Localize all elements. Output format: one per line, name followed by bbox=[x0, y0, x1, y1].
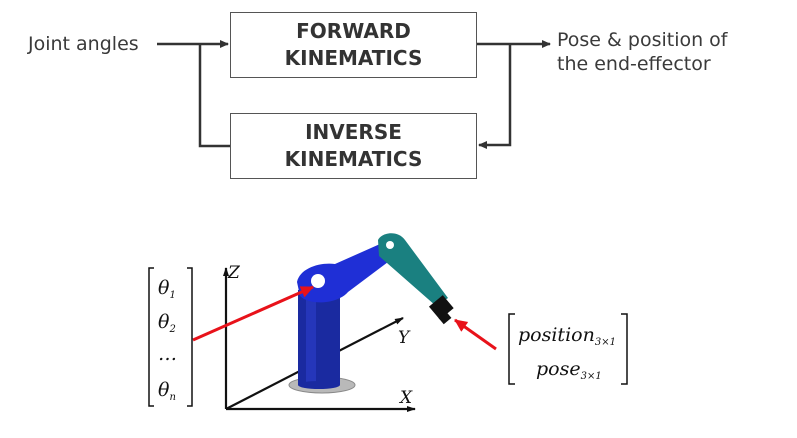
joint-pointer-arrow bbox=[192, 285, 314, 342]
joint-entry-1: θ1 bbox=[158, 277, 176, 301]
end-effector bbox=[428, 295, 454, 320]
endeffector-matrix-right-bracket bbox=[621, 313, 628, 385]
z-axis-label: Z bbox=[227, 263, 241, 283]
joint-entry-2: θ2 bbox=[158, 311, 176, 335]
inverse-kinematics-box: INVERSE KINEMATICS bbox=[230, 113, 477, 179]
joint-entry-ellipsis: … bbox=[158, 343, 177, 365]
elbow-joint bbox=[386, 241, 394, 249]
inverse-output-line bbox=[198, 44, 230, 148]
inverse-box-line2: KINEMATICS bbox=[284, 147, 423, 171]
inverse-box-line1: INVERSE bbox=[305, 120, 402, 144]
x-axis-label: X bbox=[398, 388, 413, 408]
output-label-line1: Pose & position of bbox=[557, 29, 728, 51]
position-entry: position3×1 bbox=[518, 324, 616, 348]
robot-arm bbox=[288, 233, 454, 394]
block-connectors bbox=[157, 40, 551, 149]
joint-entry-n: θn bbox=[158, 379, 176, 403]
joint-matrix-right-bracket bbox=[187, 267, 193, 407]
feedback-line bbox=[478, 44, 512, 149]
endeffector-matrix-left-bracket bbox=[508, 313, 515, 385]
y-axis-label: Y bbox=[398, 328, 411, 348]
endeffector-vector-matrix: position3×1 pose3×1 bbox=[508, 313, 628, 385]
joint-vector-matrix: θ1 θ2 … θn bbox=[148, 267, 193, 407]
endeffector-pointer-arrow bbox=[454, 318, 497, 351]
joint-matrix-left-bracket bbox=[148, 267, 154, 407]
robot-forearm bbox=[378, 233, 448, 306]
robot-upper-arm bbox=[297, 244, 396, 303]
forward-box-line1: FORWARD bbox=[296, 19, 411, 43]
forward-kinematics-box: FORWARD KINEMATICS bbox=[230, 12, 477, 78]
output-label-line2: the end-effector bbox=[557, 53, 711, 75]
forward-box-line2: KINEMATICS bbox=[284, 46, 423, 70]
robot-base-column bbox=[298, 290, 340, 385]
joint-angles-label: Joint angles bbox=[28, 33, 139, 55]
pose-entry: pose3×1 bbox=[536, 358, 602, 382]
shoulder-joint bbox=[311, 274, 325, 288]
